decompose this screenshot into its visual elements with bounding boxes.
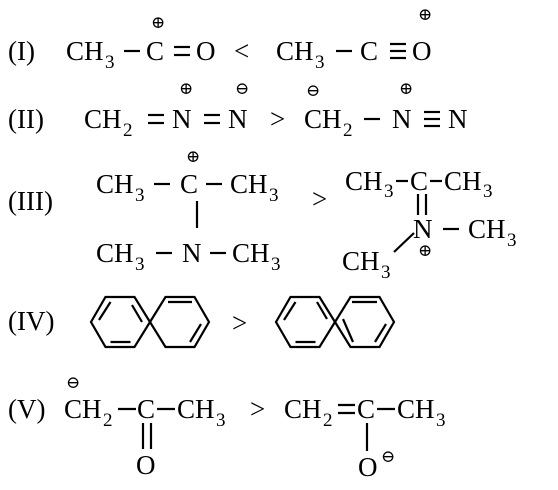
subscript-2: 2: [123, 120, 133, 141]
ch3-text: CH: [397, 394, 435, 424]
ch2-text: CH: [84, 104, 122, 134]
minus-charge: ⊖: [66, 373, 80, 392]
plus-charge: ⊕: [151, 13, 165, 32]
subscript-2: 2: [343, 120, 353, 141]
minus-charge: ⊖: [381, 447, 395, 466]
ch3-text: CH: [177, 394, 215, 424]
subscript-3: 3: [269, 185, 279, 206]
carbon-atom: C: [360, 36, 378, 66]
nitrogen-atom: N: [392, 104, 412, 134]
subscript-3: 3: [271, 254, 281, 275]
carbon-atom: C: [146, 36, 164, 66]
oxygen-atom: O: [358, 452, 378, 482]
oxygen-atom: O: [196, 36, 216, 66]
ch3-text: CH: [230, 169, 268, 199]
subscript-3: 3: [315, 52, 325, 73]
subscript-3: 3: [507, 230, 517, 251]
oxygen-atom: O: [136, 450, 156, 480]
ch2-text: CH: [304, 104, 342, 134]
plus-charge: ⊕: [418, 5, 432, 24]
label-I: (I): [8, 36, 35, 66]
plus-charge: ⊕: [179, 79, 193, 98]
greater-than-sign: >: [250, 394, 265, 424]
greater-than-sign: >: [312, 184, 327, 214]
ch3-text: CH: [96, 238, 134, 268]
ch2-text: CH: [64, 394, 102, 424]
inner-double-bond: [131, 304, 143, 323]
label-V: (V): [8, 394, 45, 424]
ring-outline: [333, 295, 396, 349]
ch3-text: CH: [345, 166, 383, 196]
subscript-3: 3: [135, 185, 145, 206]
carbon-atom: C: [137, 394, 155, 424]
ch3-text: CH: [468, 214, 506, 244]
ch3-text: CH: [96, 169, 134, 199]
subscript-3: 3: [384, 181, 394, 202]
ch3-text: CH: [342, 246, 380, 276]
carbon-atom: C: [357, 394, 375, 424]
subscript-2: 2: [103, 410, 113, 431]
label-IV: (IV): [8, 306, 54, 336]
subscript-3: 3: [483, 181, 493, 202]
inner-double-bond: [283, 301, 297, 321]
nitrogen-atom: N: [413, 214, 433, 244]
inner-double-bond: [98, 301, 112, 321]
less-than-sign: <: [234, 36, 249, 66]
ring-outline: [274, 295, 337, 349]
ring-outline: [148, 295, 211, 349]
row-IV: (IV) >: [8, 295, 396, 349]
ch3-text: CH: [66, 36, 104, 66]
ch3-text: CH: [444, 166, 482, 196]
carbon-atom: C: [180, 169, 198, 199]
greater-than-sign: >: [232, 308, 247, 338]
label-II: (II): [8, 104, 44, 134]
ch3-text: CH: [276, 36, 314, 66]
nitrogen-atom: N: [182, 238, 202, 268]
label-III: (III): [8, 186, 53, 216]
diagonal-bond: [393, 232, 415, 253]
carbon-atom: C: [410, 166, 428, 196]
row-II: (II) CH 2 N ⊕ N ⊖ > CH ⊖ 2 N ⊕ N: [8, 79, 468, 141]
inner-double-bond: [341, 318, 355, 343]
plus-charge: ⊕: [186, 147, 200, 166]
subscript-3: 3: [216, 410, 226, 431]
subscript-3: 3: [105, 52, 115, 73]
inner-double-bond: [316, 301, 328, 320]
subscript-3: 3: [135, 254, 145, 275]
ch2-text: CH: [284, 394, 322, 424]
subscript-3: 3: [381, 262, 391, 283]
minus-charge: ⊖: [235, 79, 249, 98]
minus-charge: ⊖: [306, 81, 320, 100]
nitrogen-atom: N: [448, 104, 468, 134]
greater-than-sign: >: [270, 104, 285, 134]
naphthalene-right: [274, 295, 396, 349]
oxygen-atom: O: [412, 36, 432, 66]
nitrogen-atom: N: [228, 104, 248, 134]
subscript-2: 2: [323, 410, 333, 431]
plus-charge: ⊕: [418, 241, 432, 260]
row-III: (III) CH 3 C ⊕ CH 3 CH 3 N CH 3 > CH 3 C…: [8, 147, 517, 283]
naphthalene-left: [89, 295, 211, 349]
inner-double-bond: [374, 323, 387, 343]
inner-double-bond: [189, 323, 202, 343]
ch3-text: CH: [232, 238, 270, 268]
row-V: (V) CH ⊖ 2 C CH 3 O > CH 2 C CH 3 O ⊖: [8, 373, 446, 482]
row-I: (I) CH 3 C ⊕ O < CH 3 C O ⊕: [8, 5, 432, 73]
plus-charge: ⊕: [399, 79, 413, 98]
nitrogen-atom: N: [172, 104, 192, 134]
subscript-3: 3: [436, 410, 446, 431]
